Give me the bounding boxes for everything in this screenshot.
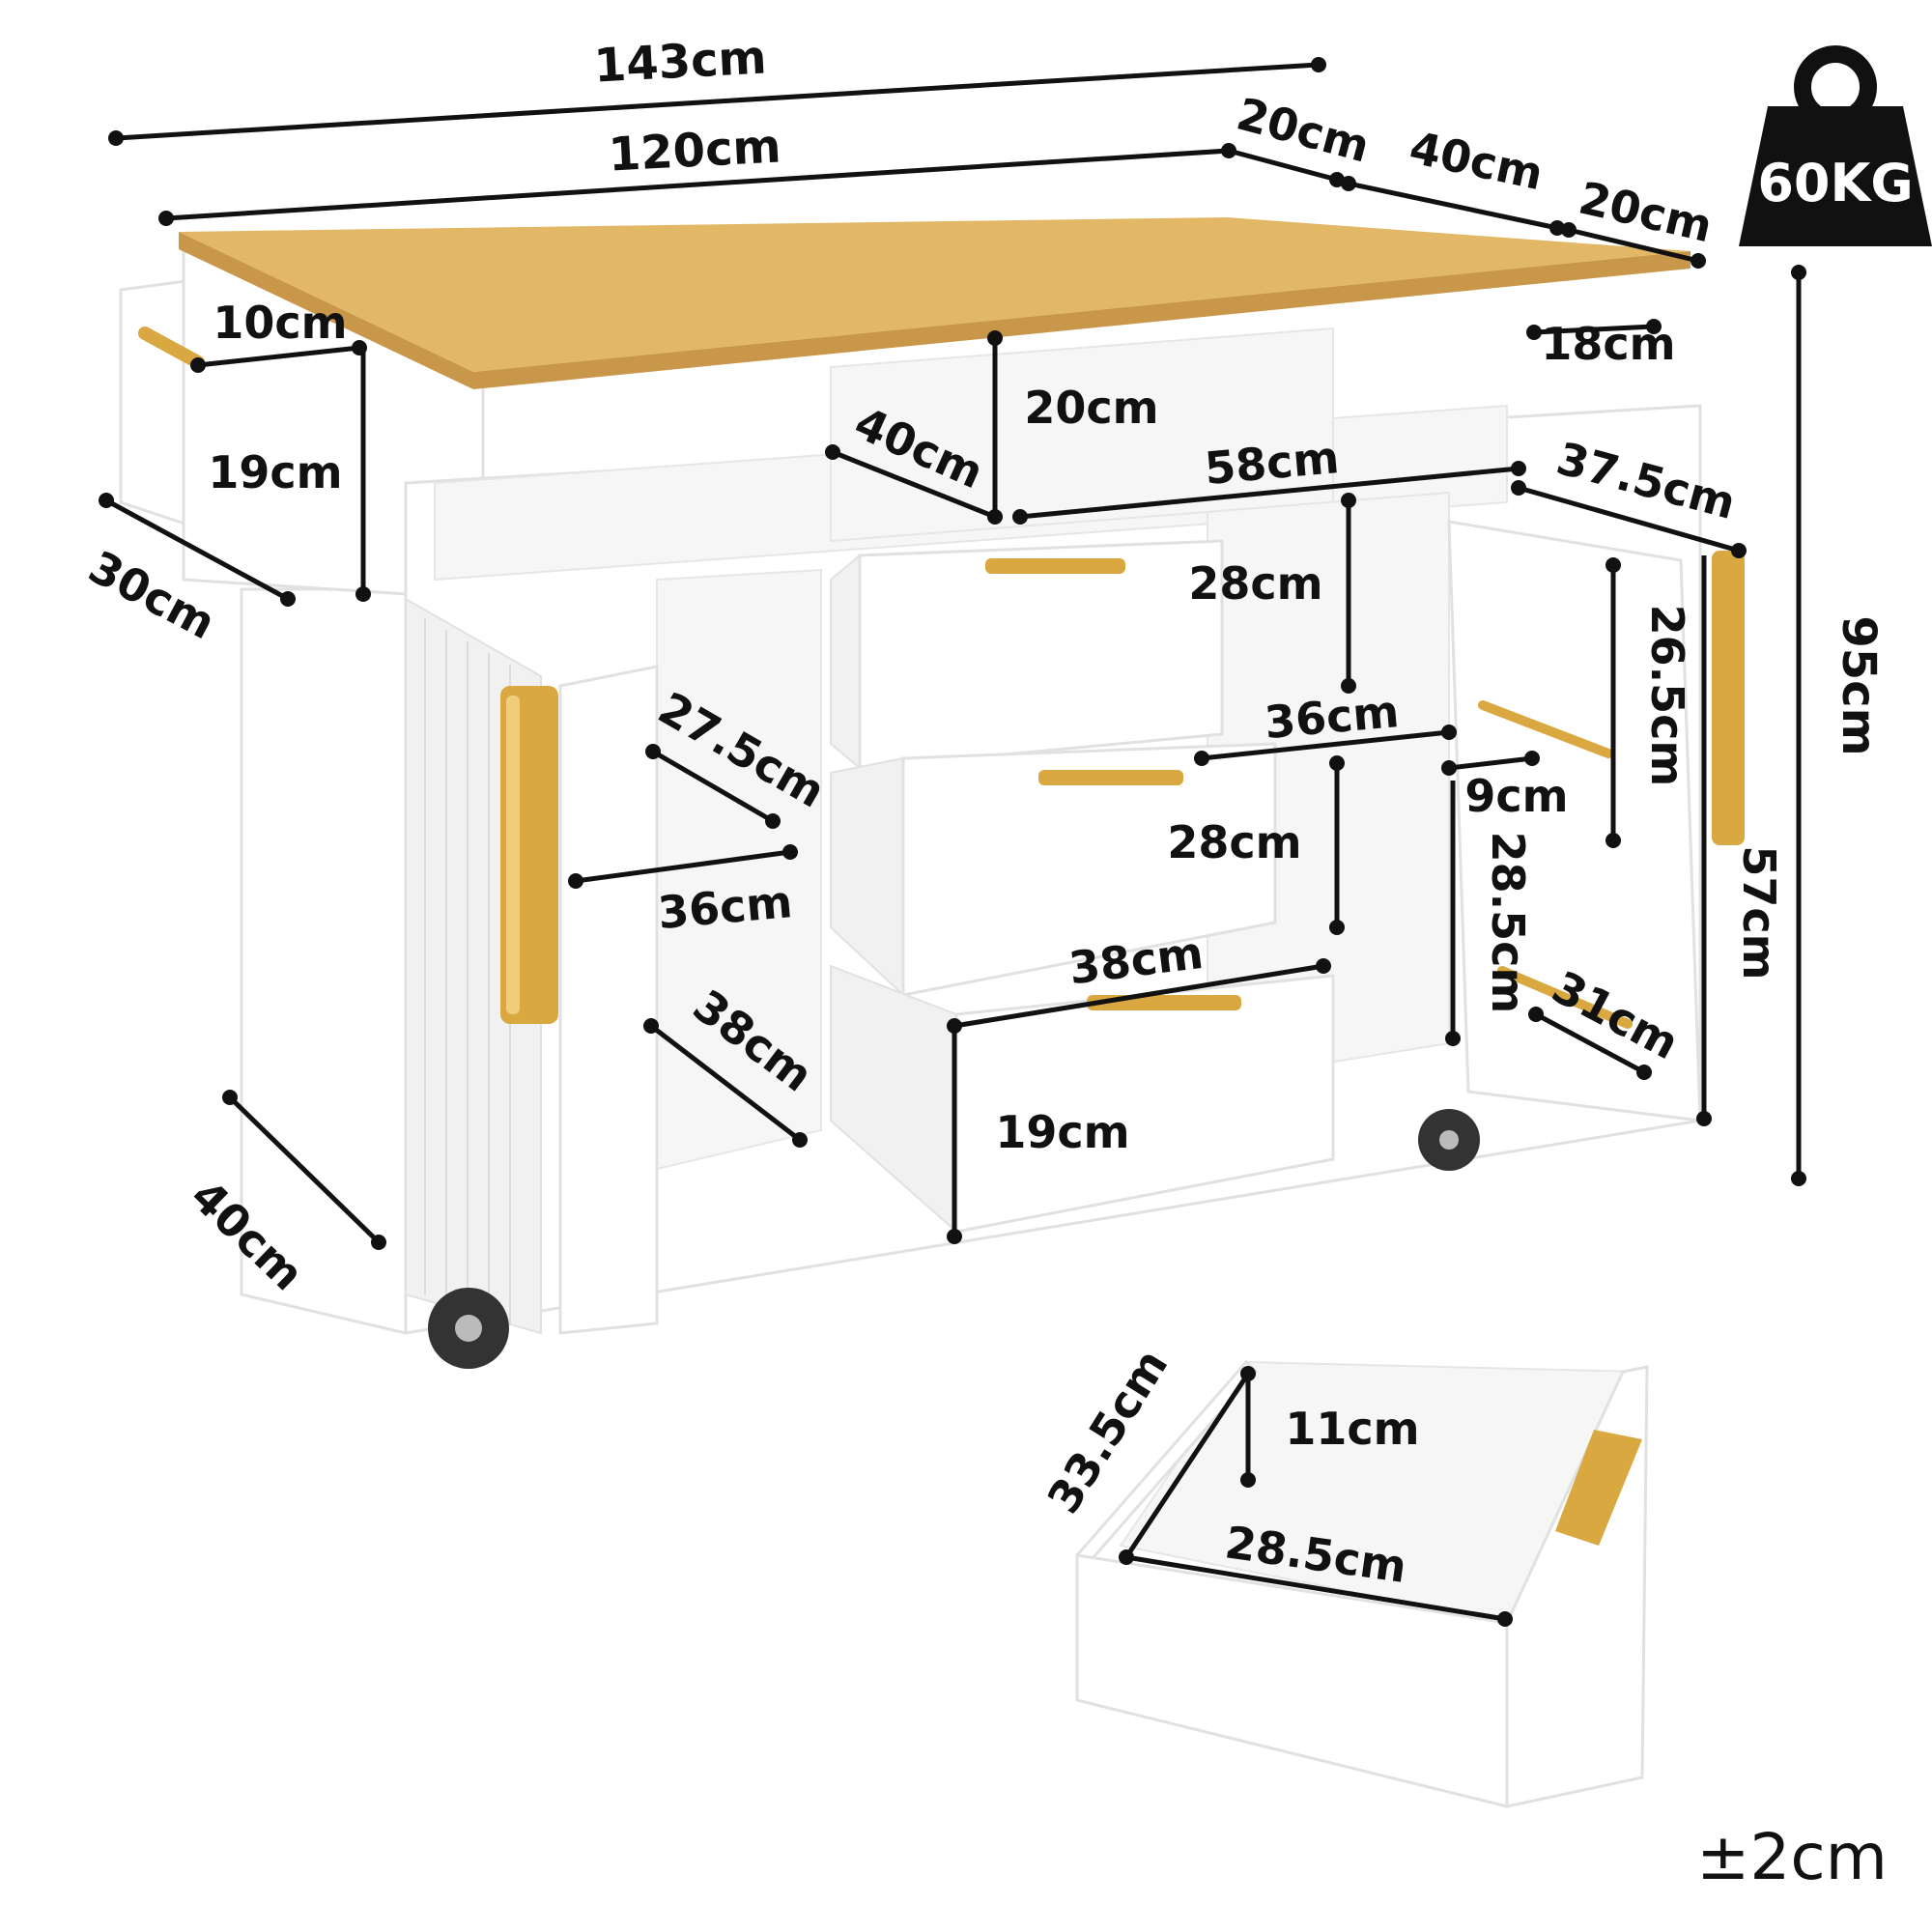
label-shelf-height: 20cm xyxy=(1024,382,1158,434)
label-cabinet-width-upper: 36cm xyxy=(1263,685,1401,749)
label-leaf-right: 20cm xyxy=(1575,171,1718,252)
weight-capacity-label: 60KG xyxy=(1757,153,1913,213)
label-inner-rack-height: 26.5cm xyxy=(1641,605,1693,787)
drawer-bottom xyxy=(830,964,1335,1235)
label-spice-rack-depth: 9cm xyxy=(1464,770,1568,822)
label-left-shelf-width: 36cm xyxy=(656,875,794,939)
label-door-rack-height: 28.5cm xyxy=(1482,832,1534,1014)
door-rack-rail-lower xyxy=(1497,966,1633,1029)
weight-icon: 60KG xyxy=(1739,45,1932,246)
label-drawer-front-height: 19cm xyxy=(995,1106,1129,1158)
label-drawer-gap-lower: 28cm xyxy=(1167,816,1301,868)
drawer-detail-handle xyxy=(1555,1430,1642,1546)
label-total-width: 143cm xyxy=(592,30,767,93)
label-total-height: 95cm xyxy=(1832,615,1886,755)
drawer-middle xyxy=(830,742,1277,998)
label-leaf-mid: 40cm xyxy=(1406,121,1548,200)
label-top-width: 120cm xyxy=(607,119,781,182)
label-right-overhang: 18cm xyxy=(1541,318,1675,370)
label-shelf-width: 58cm xyxy=(1203,431,1341,495)
door-rack-rail-upper xyxy=(1478,700,1613,758)
left-door-handle-highlight xyxy=(506,696,520,1014)
dimension-lines xyxy=(99,57,1806,1627)
label-side-rack-height: 19cm xyxy=(208,446,342,498)
left-door-panel xyxy=(558,665,659,1335)
countertop-edge xyxy=(473,251,1690,389)
right-door-handle xyxy=(1712,551,1745,845)
wooden-countertop xyxy=(179,217,1690,372)
label-towel-bar: 10cm xyxy=(213,297,347,349)
label-cabinet-height: 57cm xyxy=(1733,845,1785,980)
tolerance-note: ±2cm xyxy=(1696,1820,1888,1894)
countertop-left-edge xyxy=(179,232,473,389)
drawer-detail-front xyxy=(1075,1553,1509,1808)
label-drawer-height: 11cm xyxy=(1285,1403,1419,1455)
drawer-top xyxy=(830,539,1224,771)
towel-bar xyxy=(138,327,205,369)
caster-wheel-icon xyxy=(428,1109,1480,1369)
label-drawer-gap-upper: 28cm xyxy=(1188,557,1322,610)
label-leaf-left: 20cm xyxy=(1232,87,1375,172)
